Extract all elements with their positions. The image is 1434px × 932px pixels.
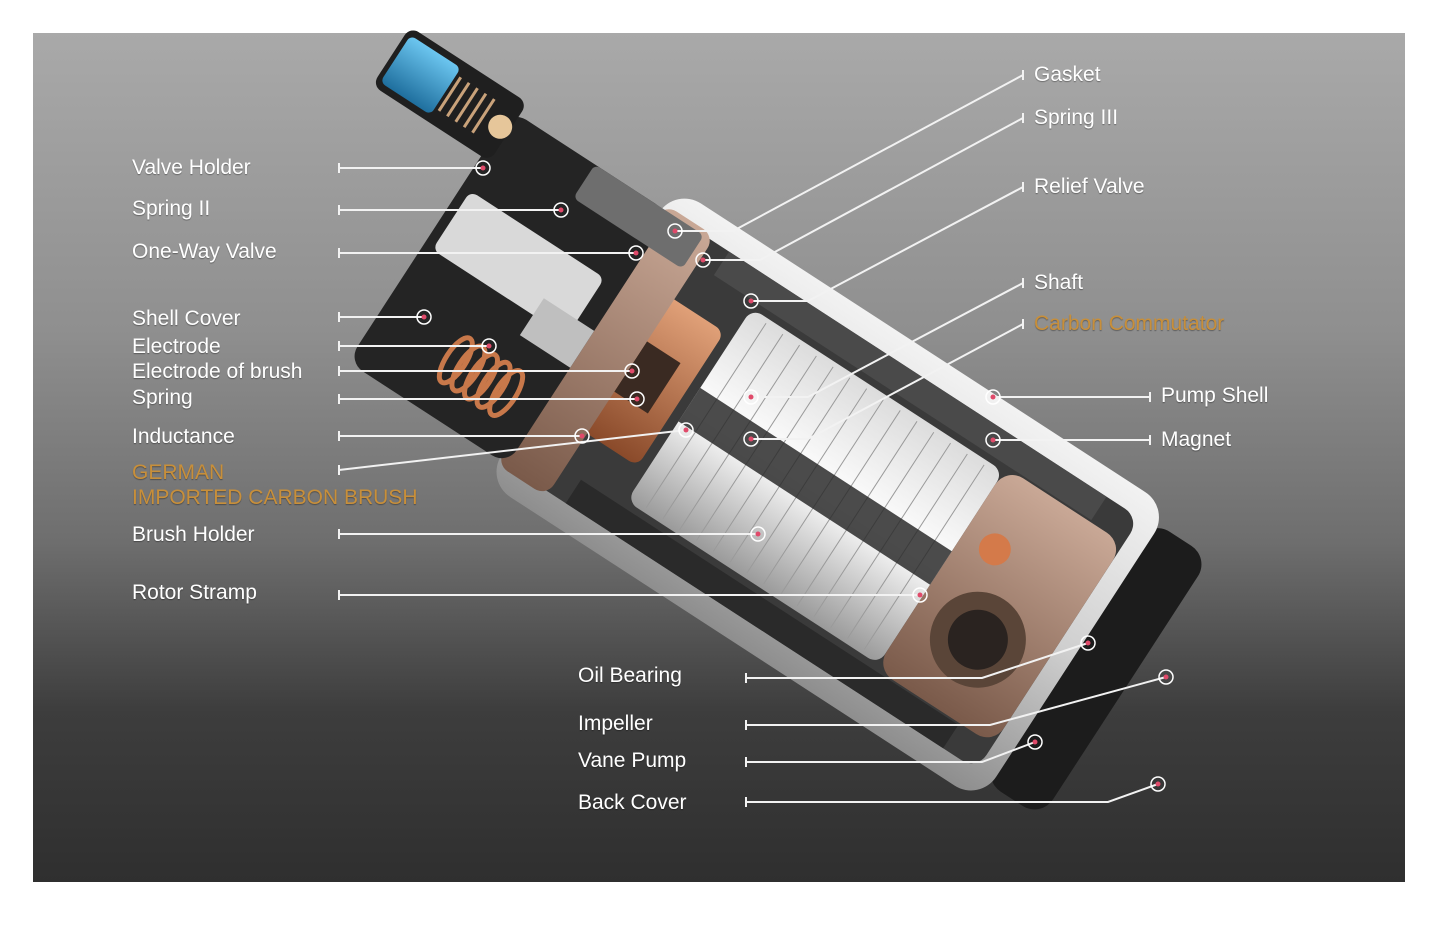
electrode-of-brush-part — [519, 298, 595, 368]
leader-end-ticks — [338, 70, 1151, 807]
pump-body — [354, 30, 1202, 810]
label-german: GERMAN — [132, 461, 225, 484]
label-carbon-commutator: Carbon Commutator — [1034, 312, 1225, 335]
label-spring-ii: Spring II — [132, 197, 211, 220]
label-gasket: Gasket — [1034, 63, 1101, 86]
rotor-core — [678, 387, 952, 585]
label-electrode: Electrode — [132, 335, 221, 358]
label-vane-pump: Vane Pump — [578, 749, 687, 772]
label-one-way-valve: One-Way Valve — [132, 240, 277, 263]
label-relief-valve: Relief Valve — [1034, 175, 1145, 198]
label-electrode-of-brush: Electrode of brush — [132, 360, 303, 383]
oil-bearing-part — [978, 533, 1011, 566]
vane-pump-hub — [947, 609, 1008, 670]
label-magnet: Magnet — [1161, 428, 1232, 451]
label-imported-carbon-brush: IMPORTED CARBON BRUSH — [132, 486, 418, 509]
leader-spring-iii — [703, 117, 1024, 261]
label-spring-iii: Spring III — [1034, 106, 1119, 129]
label-oil-bearing: Oil Bearing — [578, 664, 682, 687]
spring-ii-part — [437, 76, 496, 134]
label-shell-cover: Shell Cover — [132, 307, 241, 330]
leader-lines — [338, 74, 1167, 803]
label-valve-holder: Valve Holder — [132, 156, 251, 179]
leader-carbon-commutator — [751, 323, 1024, 440]
label-brush-holder: Brush Holder — [132, 523, 255, 546]
back-cover-part — [990, 528, 1202, 810]
leader-back-cover — [746, 783, 1159, 803]
leader-oil-bearing — [746, 642, 1089, 679]
leader-carbon-brush — [338, 429, 687, 471]
leader-shaft — [751, 282, 1024, 398]
label-rotor-stramp: Rotor Stramp — [132, 581, 257, 604]
magnet-part-lower — [565, 479, 959, 749]
label-impeller: Impeller — [578, 712, 653, 735]
one-way-valve-part — [488, 114, 513, 139]
target-marker-dots — [421, 165, 1169, 787]
target-markers — [416, 160, 1174, 792]
brush-holder-part — [501, 209, 710, 492]
leader-gasket — [675, 74, 1024, 232]
relief-valve-part — [575, 166, 702, 267]
label-back-cover: Back Cover — [578, 791, 687, 814]
label-inductance: Inductance — [132, 425, 235, 448]
leader-relief-valve — [751, 186, 1024, 302]
label-pump-shell: Pump Shell — [1161, 384, 1269, 407]
label-spring: Spring — [132, 386, 193, 409]
label-shaft: Shaft — [1034, 271, 1084, 294]
magnet-part — [713, 251, 1107, 521]
electrode-part — [435, 193, 602, 334]
valve-holder-blue — [382, 37, 459, 113]
leader-vane-pump — [746, 741, 1036, 763]
leader-impeller — [746, 676, 1167, 726]
